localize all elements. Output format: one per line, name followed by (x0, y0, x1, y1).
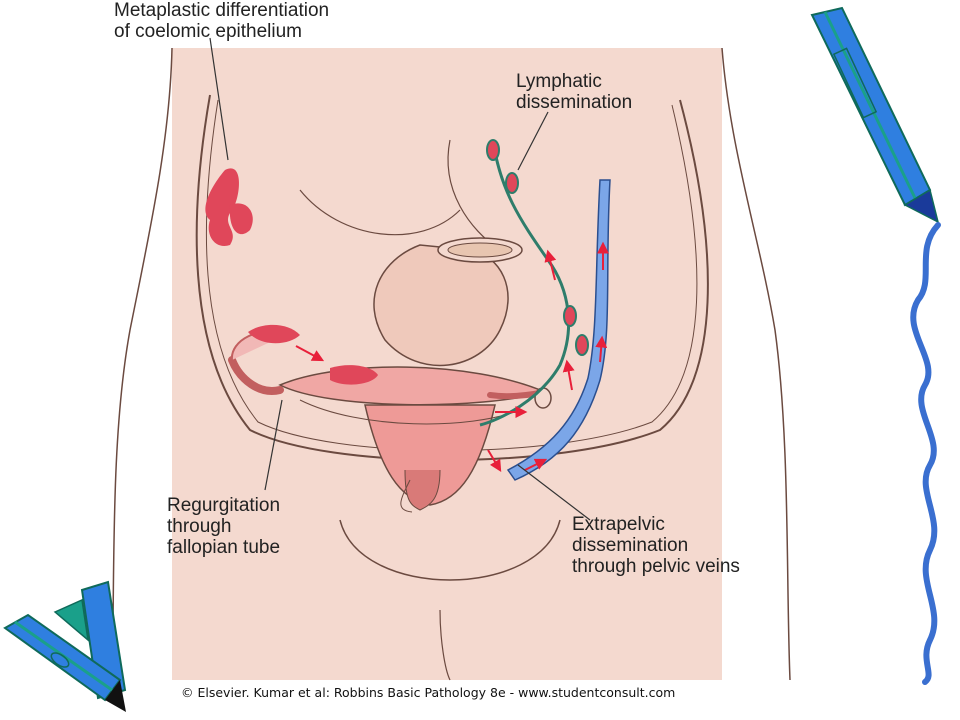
label-metaplastic: Metaplastic differentiation of coelomic … (114, 0, 329, 42)
label-line: through pelvic veins (572, 556, 740, 577)
label-line: through (167, 516, 232, 537)
label-extrapelvic: Extrapelvic dissemination through pelvic… (572, 514, 740, 577)
wavy-line-icon (910, 222, 941, 685)
lesions (205, 168, 378, 385)
label-lymphatic: Lymphatic dissemination (516, 71, 632, 113)
crayon-icon (810, 6, 940, 224)
pelvis-illustration (111, 47, 791, 681)
label-line: fallopian tube (167, 537, 281, 558)
label-line: dissemination (516, 92, 633, 113)
crayon-icon (3, 613, 126, 712)
label-regurgitation: Regurgitation through fallopian tube (167, 495, 280, 558)
label-line: Regurgitation (167, 495, 281, 516)
label-line: of coelomic epithelium (114, 21, 302, 42)
leader-lines (209, 37, 591, 521)
label-line: Metaplastic differentiation (114, 0, 330, 21)
copyright-credit: © Elsevier. Kumar et al: Robbins Basic P… (181, 685, 676, 700)
label-line: Extrapelvic (572, 514, 665, 535)
lymphatic-vessels (479, 139, 589, 427)
label-line: Lymphatic (516, 71, 602, 92)
pelvic-vein (506, 179, 611, 481)
spread-arrows (295, 241, 609, 473)
label-line: dissemination (572, 535, 689, 556)
